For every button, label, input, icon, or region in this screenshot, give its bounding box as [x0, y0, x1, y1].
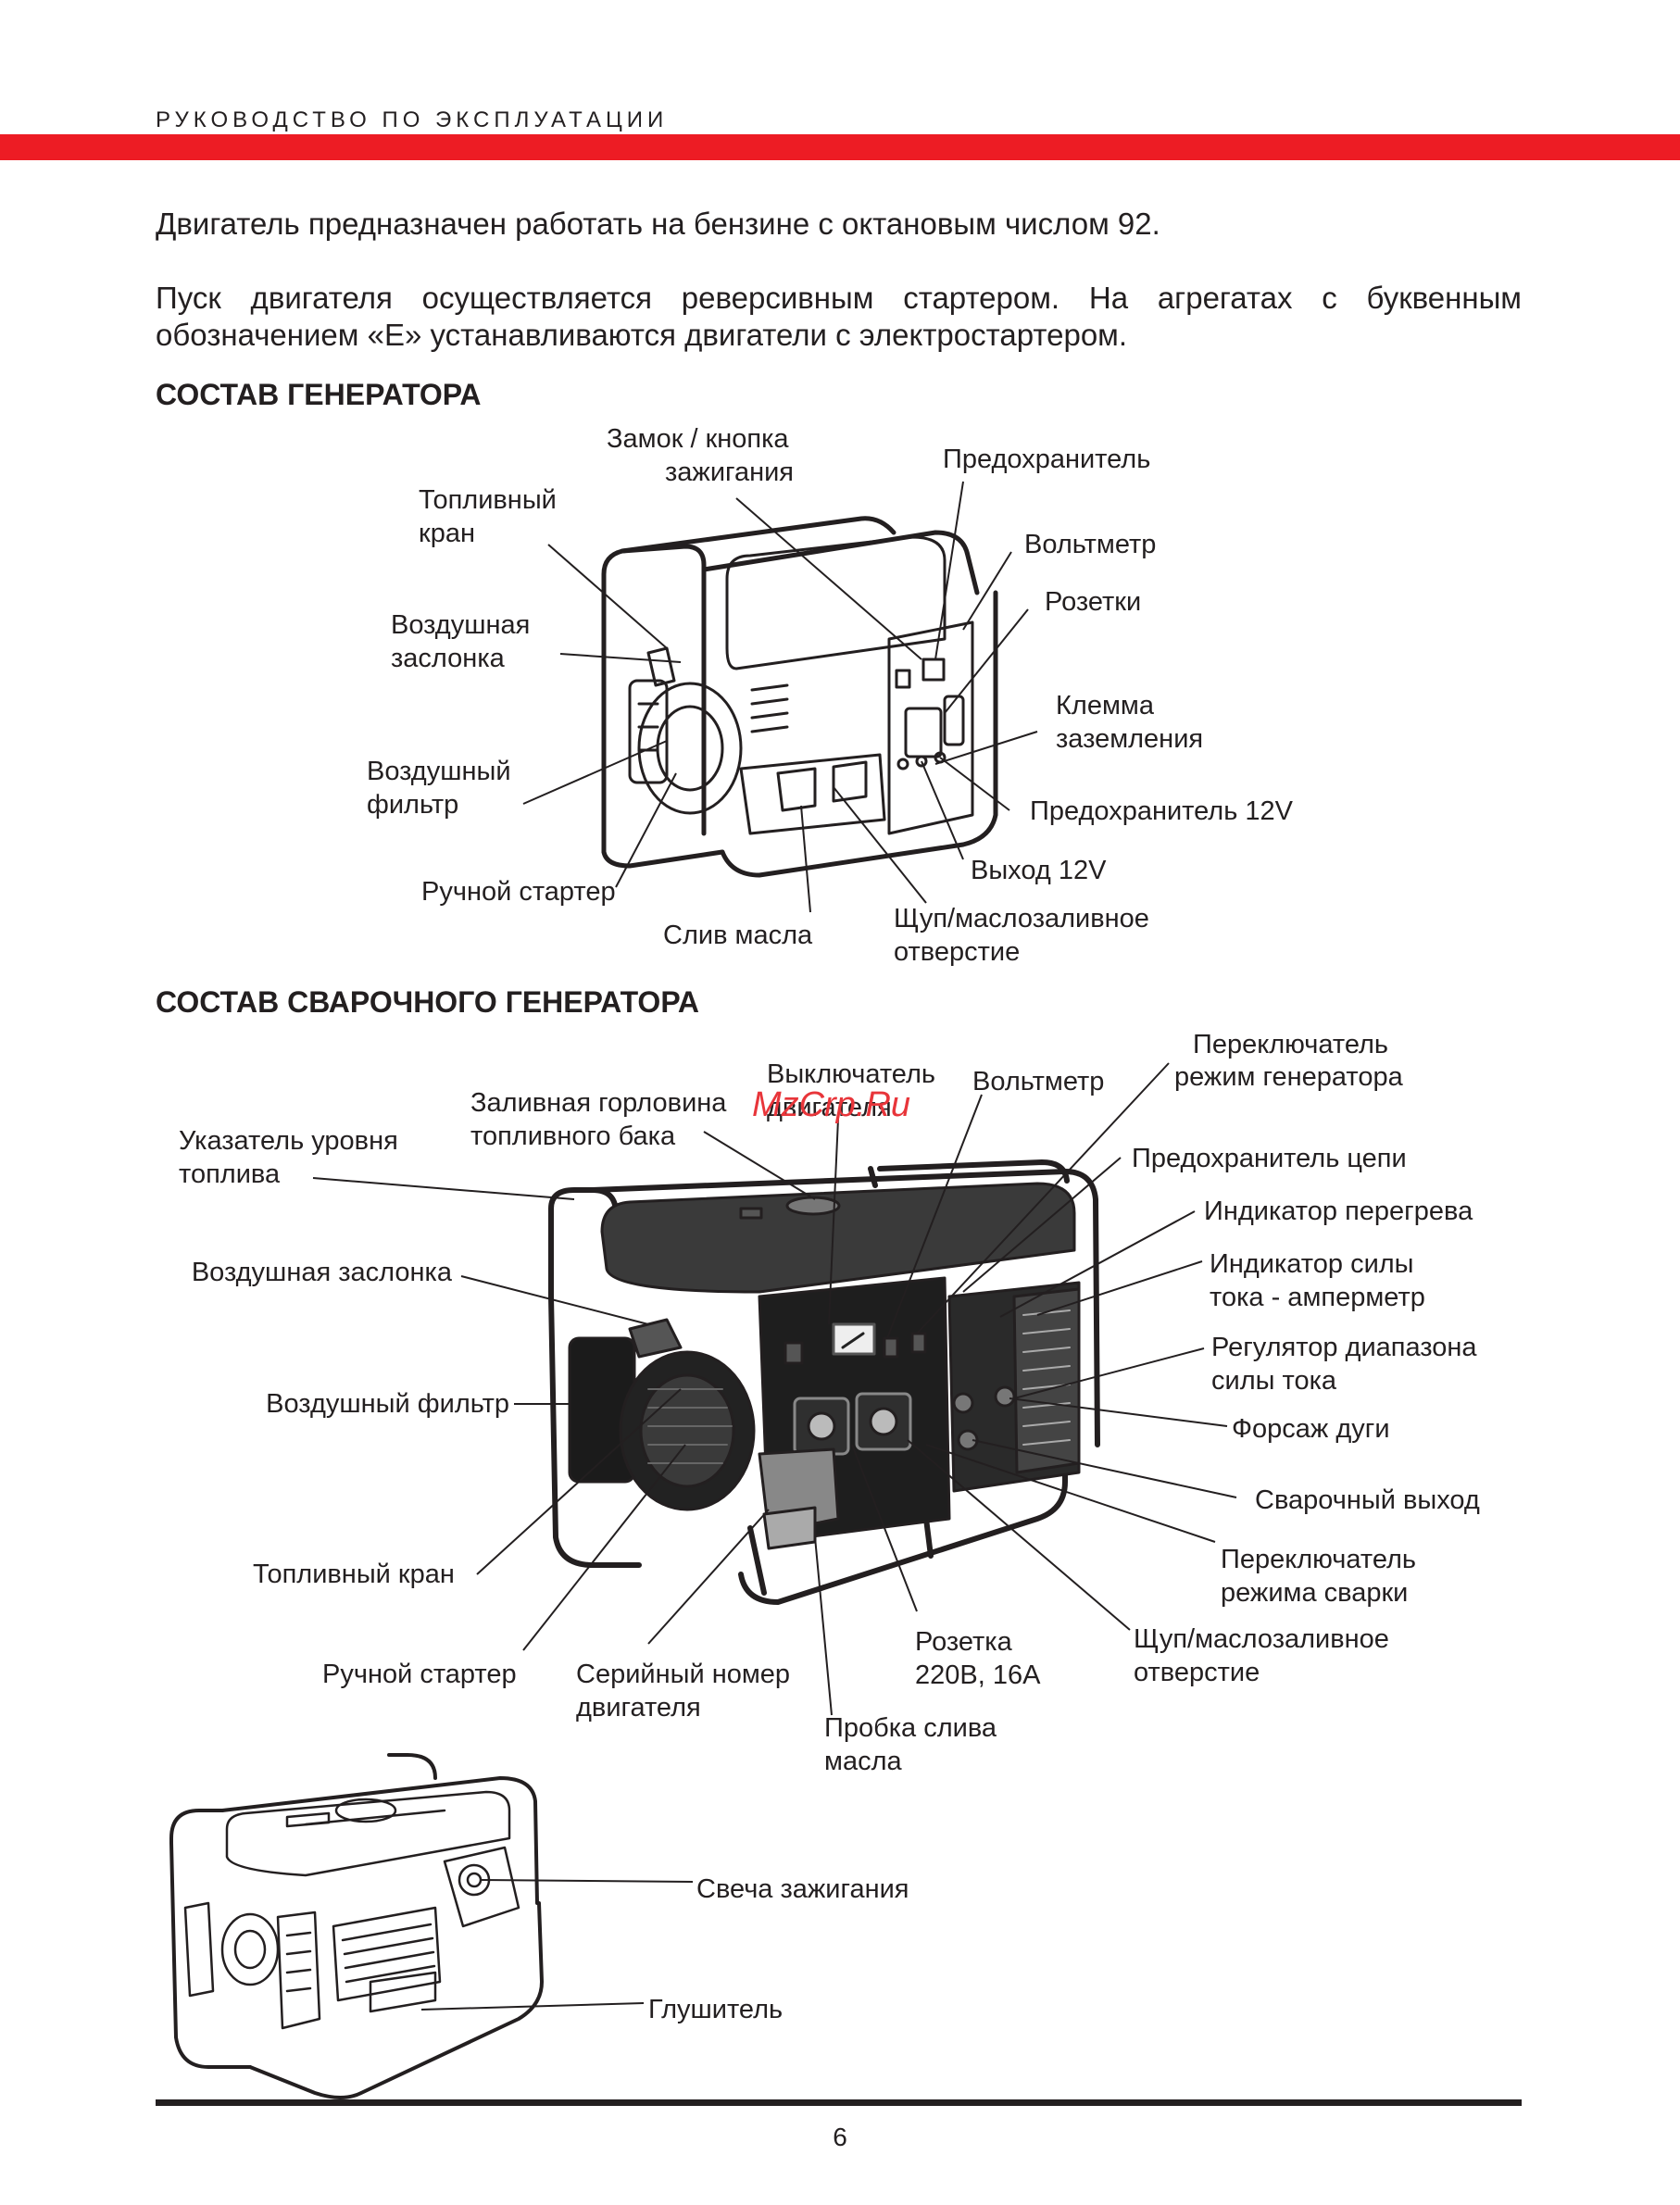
label-ignition-lock: Замок / кнопка: [607, 424, 789, 454]
label-engine-switch: Выключатель: [767, 1059, 935, 1089]
third-generator-illustration: [169, 1753, 544, 2099]
label-fuel-tap: Топливный: [419, 485, 557, 515]
section-title-generator: СОСТАВ ГЕНЕРАТОРА: [156, 378, 482, 411]
page-number: 6: [833, 2123, 847, 2151]
label-choke-2: Воздушная заслонка: [191, 1258, 452, 1287]
label-ground-2: заземления: [1056, 724, 1204, 754]
label-fuse: Предохранитель: [943, 445, 1151, 474]
label-ammeter: Индикатор силы: [1210, 1249, 1414, 1279]
label-air-filter-2: фильтр: [367, 790, 459, 820]
label-fuel-filler-2: топливного бака: [470, 1121, 676, 1151]
label-ground: Клемма: [1056, 691, 1154, 720]
welding-generator-illustration: [548, 1159, 1100, 1605]
label-fuel-filler: Заливная горловина: [470, 1088, 727, 1118]
label-engine-switch-2: двигателя: [767, 1093, 892, 1122]
label-manual-starter: Ручной стартер: [421, 877, 616, 907]
label-mode-switch-2: режим генератора: [1174, 1062, 1403, 1092]
label-fuel-gauge-2: топлива: [179, 1159, 281, 1189]
label-voltmeter: Вольтметр: [1024, 530, 1157, 559]
label-voltmeter-2: Вольтметр: [972, 1067, 1105, 1096]
label-ammeter-2: тока - амперметр: [1210, 1283, 1425, 1312]
label-welding-output: Сварочный выход: [1255, 1485, 1480, 1515]
label-dipstick: Щуп/маслозаливное: [894, 904, 1149, 933]
paragraph-fuel: Двигатель предназначен работать на бензи…: [156, 207, 1160, 241]
label-drain-plug: Пробка слива: [824, 1713, 997, 1743]
label-air-filter-2: Воздушный фильтр: [266, 1389, 509, 1419]
label-current-regulator: Регулятор диапазона: [1211, 1333, 1477, 1362]
generator-illustration: [601, 516, 998, 878]
label-socket-220-2: 220В, 16А: [915, 1660, 1041, 1690]
label-dipstick-2: Щуп/маслозаливное: [1134, 1624, 1389, 1654]
label-muffler: Глушитель: [648, 1995, 784, 2024]
label-ignition-lock-2: зажигания: [665, 457, 795, 487]
label-fuel-tap-2: кран: [419, 519, 475, 548]
label-socket-220: Розетка: [915, 1627, 1012, 1657]
label-serial-number-2: двигателя: [576, 1693, 701, 1723]
label-manual-starter-2: Ручной стартер: [322, 1660, 517, 1689]
paragraph-starter: Пуск двигателя осуществляется реверсивны…: [156, 281, 1522, 352]
label-choke: Воздушная: [391, 610, 531, 640]
label-fuse-12v: Предохранитель 12V: [1030, 796, 1293, 826]
header-red-bar: [0, 134, 1680, 160]
label-weld-mode-2: режима сварки: [1221, 1578, 1409, 1608]
label-oil-drain: Слив масла: [663, 921, 813, 950]
label-mode-switch: Переключатель: [1193, 1030, 1389, 1059]
header-title: РУКОВОДСТВО ПО ЭКСПЛУАТАЦИИ: [156, 107, 669, 132]
label-drain-plug-2: масла: [824, 1747, 902, 1776]
label-output-12v: Выход 12V: [971, 856, 1107, 885]
watermark: MzCrp.Ru: [752, 1085, 911, 1124]
label-serial-number: Серийный номер: [576, 1660, 791, 1689]
label-weld-mode: Переключатель: [1221, 1545, 1417, 1574]
label-air-filter: Воздушный: [367, 757, 511, 786]
label-spark-plug: Свеча зажигания: [696, 1874, 909, 1904]
label-fuel-tap-2: Топливный кран: [253, 1560, 455, 1589]
label-choke-2: заслонка: [391, 644, 505, 673]
label-dipstick-2: отверстие: [894, 937, 1021, 967]
label-sockets: Розетки: [1045, 587, 1142, 617]
label-circuit-fuse: Предохранитель цепи: [1132, 1144, 1407, 1173]
label-dipstick-2b: отверстие: [1134, 1658, 1260, 1687]
label-overheat-indicator: Индикатор перегрева: [1204, 1196, 1473, 1226]
label-fuel-gauge: Указатель уровня: [179, 1126, 398, 1156]
section-title-welding-generator: СОСТАВ СВАРОЧНОГО ГЕНЕРАТОРА: [156, 985, 699, 1019]
label-current-regulator-2: силы тока: [1211, 1366, 1337, 1396]
footer-line: [156, 2099, 1522, 2106]
label-arc-force: Форсаж дуги: [1232, 1414, 1390, 1444]
